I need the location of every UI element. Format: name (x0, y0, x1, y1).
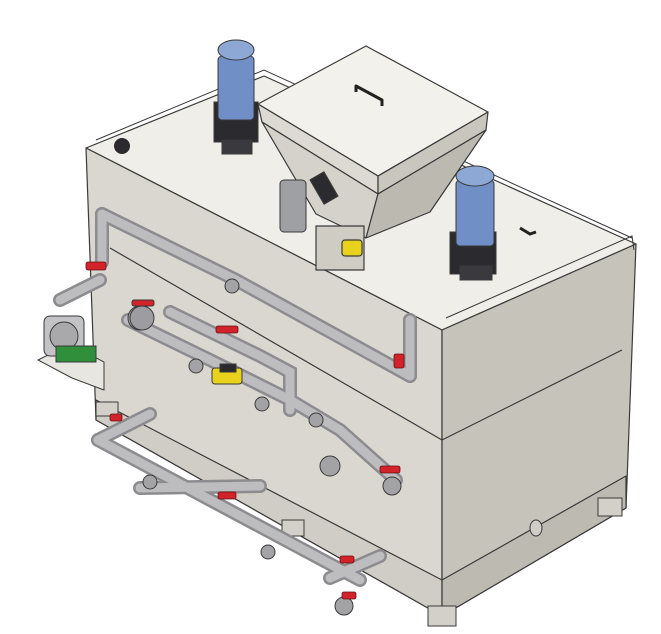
tank-seam (441, 349, 623, 441)
tank-lid-rims (95, 69, 635, 319)
feeder-motor (341, 239, 363, 257)
pipe-fittings (127, 278, 402, 616)
gearbox (279, 179, 307, 233)
lid-handles (114, 138, 537, 236)
ball-valve-icon (341, 591, 357, 600)
ball-valve-icon (379, 465, 401, 474)
tank-base-step-right (441, 475, 627, 617)
pump-skid (36, 315, 105, 391)
flow-meter-icon (211, 363, 243, 385)
powder-hopper-icon (257, 45, 489, 271)
agitator-motor-icon (449, 165, 497, 281)
tank-feet (95, 401, 623, 627)
ball-valve-icon (85, 261, 107, 271)
agitator-motor-icon (213, 39, 259, 155)
ball-valve-icon (393, 353, 405, 369)
piping (53, 207, 417, 587)
drain-port (529, 519, 543, 537)
ball-valve-icon (339, 555, 355, 564)
ball-valve-icon (215, 325, 239, 334)
ball-valves (85, 261, 405, 600)
tank-seam-front (109, 247, 443, 441)
ball-valve-icon (109, 413, 123, 422)
ball-valve-icon (217, 491, 237, 500)
dosing-pump-icon (43, 315, 97, 363)
hopper-funnel-right (365, 129, 487, 239)
hopper-handle (354, 84, 384, 106)
main-ball-valve (129, 299, 155, 331)
